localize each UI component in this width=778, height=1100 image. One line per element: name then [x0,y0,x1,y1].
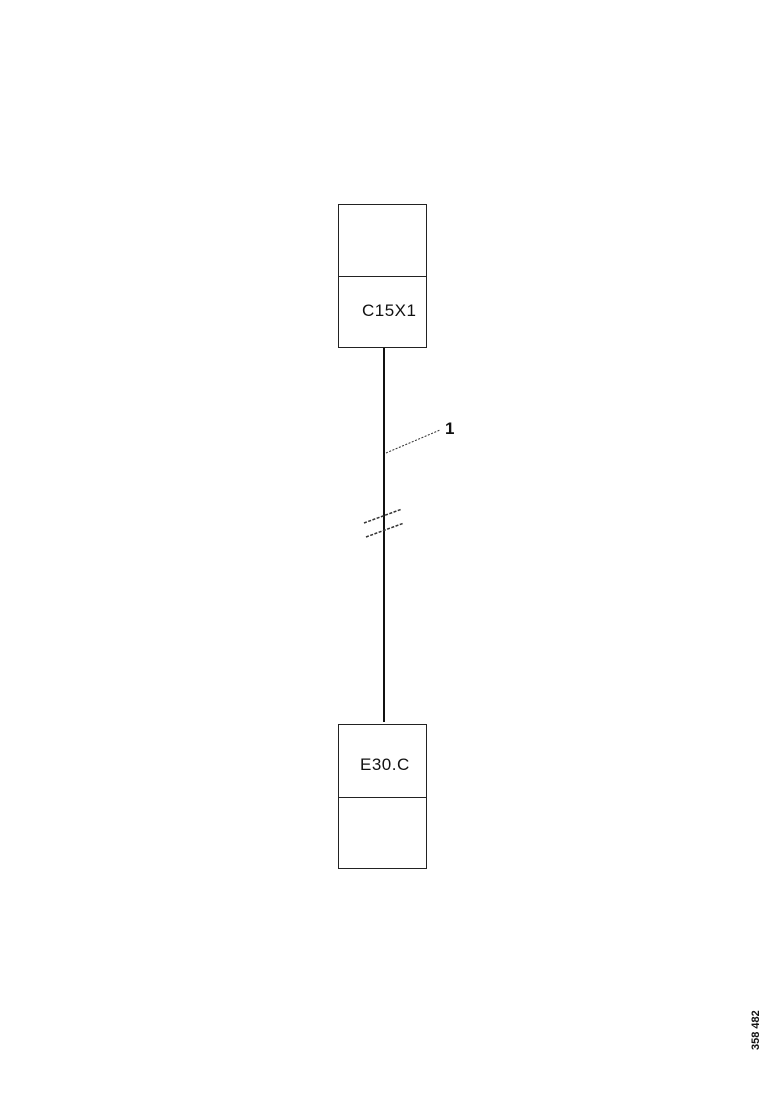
bottom-component-code-box [338,724,427,798]
figure-id: 358 482 [750,1010,762,1050]
top-component-code: C15X1 [362,301,417,320]
callout-leader [385,429,441,454]
bottom-component-code: E30.C [360,755,410,774]
top-component-icon-box [338,204,427,277]
bottom-component-icon-box [338,797,427,869]
top-component-code-box [338,276,427,348]
wire-callout-number: 1 [445,419,455,438]
wire-break-symbol [363,508,405,538]
